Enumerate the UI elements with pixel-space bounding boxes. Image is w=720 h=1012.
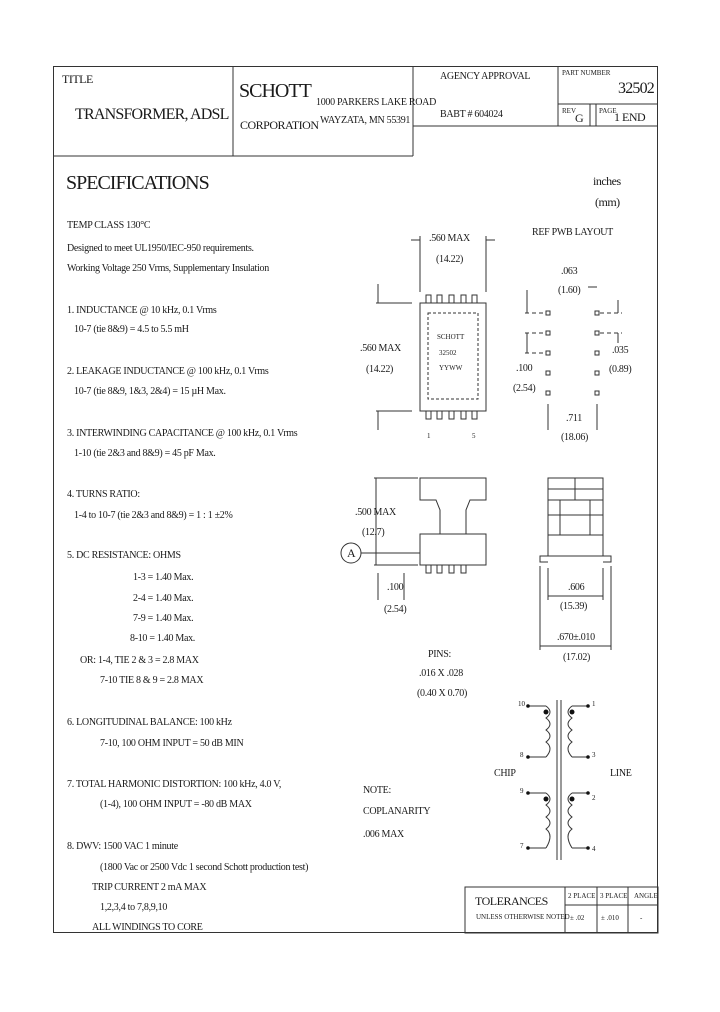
schematic-pin: 10 [518,700,525,708]
spec-item-line: 1-4 to 10-7 (tie 2&3 and 8&9) = 1 : 1 ±2… [74,510,233,521]
spec-item-line: (1800 Vac or 2500 Vdc 1 second Schott pr… [100,862,309,873]
pad-width-dimension: .035 [612,345,629,356]
spec-heading: SPECIFICATIONS [66,172,210,194]
pad-span-mm: (18.06) [561,432,589,443]
pad-width-mm: (0.89) [609,364,632,375]
overall-dimension: .670±.010 [557,632,595,643]
spec-item-line: 7-9 = 1.40 Max. [133,613,194,624]
schematic-pin: 8 [520,751,524,759]
spec-item-line: TRIP CURRENT 2 mA MAX [92,882,207,893]
units-inches: inches [593,174,621,188]
design-line2: Working Voltage 250 Vrms, Supplementary … [67,263,269,274]
schematic-pin: 3 [592,751,596,759]
design-line1: Designed to meet UL1950/IEC-950 requirem… [67,243,254,254]
spec-item-line: 7-10 TIE 8 & 9 = 2.8 MAX [100,675,204,686]
side-pitch-dimension: .100 [387,582,404,593]
schematic-pin: 2 [592,794,596,802]
schematic-pin: 9 [520,787,524,795]
spec-item-line: 1-3 = 1.40 Max. [133,572,194,583]
pad-row-pitch: .100 [516,363,533,374]
pad-row-pitch-mm: (2.54) [513,383,536,394]
spec-item-line: 1,2,3,4 to 7,8,9,10 [100,902,168,913]
spec-item-line: 10-7 (tie 8&9) = 4.5 to 5.5 mH [74,324,189,335]
drawing-frame [53,66,658,933]
pins-dimension: .016 X .028 [419,668,463,679]
spec-item-line: 1-10 (tie 2&3 and 8&9) = 45 pF Max. [74,448,216,459]
pad-pitch-dimension: .063 [561,266,578,277]
spec-item-head: 3. INTERWINDING CAPACITANCE @ 100 kHz, 0… [67,428,298,439]
pin-label-5: 5 [472,432,476,440]
line-side-label: LINE [610,768,632,779]
spec-item-line: 10-7 (tie 8&9, 1&3, 2&4) = 15 µH Max. [74,386,226,397]
rev-label: REV [562,107,576,115]
tolerances-subtitle: UNLESS OTHERWISE NOTED [476,913,570,921]
height-dimension-mm: (14.22) [366,364,394,375]
tolerance-2place-value: ± .02 [570,914,585,922]
spec-item-head: 5. DC RESISTANCE: OHMS [67,550,181,561]
schematic-pin: 1 [592,700,596,708]
pins-dimension-mm: (0.40 X 0.70) [417,688,467,699]
part-number-label: PART NUMBER [562,69,611,77]
pins-label: PINS: [428,649,451,660]
row-spacing-mm: (15.39) [560,601,588,612]
note-label: NOTE: [363,785,391,796]
spec-item-head: 2. LEAKAGE INDUCTANCE @ 100 kHz, 0.1 Vrm… [67,366,269,377]
page-value: 1 END [614,110,646,124]
tolerance-angle-value: - [640,914,643,922]
spec-item-line: OR: 1-4, TIE 2 & 3 = 2.8 MAX [80,655,199,666]
address-line2: WAYZATA, MN 55391 [320,115,411,126]
height-dimension: .560 MAX [360,343,401,354]
company-corporation: CORPORATION [240,118,319,132]
width-dimension-mm: (14.22) [436,254,464,265]
page-label: PAGE [599,107,617,115]
title-label: TITLE [62,72,93,86]
spec-item-head: 7. TOTAL HARMONIC DISTORTION: 100 kHz, 4… [67,779,282,790]
spec-item-head: 6. LONGITUDINAL BALANCE: 100 kHz [67,717,232,728]
chip-side-label: CHIP [494,768,516,779]
pad-pitch-mm: (1.60) [558,285,581,296]
pad-span-dimension: .711 [566,413,582,424]
document-title: TRANSFORMER, ADSL [75,106,229,123]
temp-class: TEMP CLASS 130°C [67,220,151,231]
tolerance-3place-value: ± .010 [601,914,619,922]
spec-item-line: 2-4 = 1.40 Max. [133,593,194,604]
side-height-mm: (12.7) [362,527,385,538]
units-mm: (mm) [595,195,620,209]
pin-label-1: 1 [427,432,431,440]
overall-mm: (17.02) [563,652,591,663]
schematic-pin: 4 [592,845,596,853]
tolerance-angle-label: ANGLE [634,892,658,900]
marking-line2: 32502 [439,349,457,357]
babt-number: BABT # 604024 [440,109,503,120]
ref-pwb-layout: REF PWB LAYOUT [532,227,613,238]
width-dimension: .560 MAX [429,233,470,244]
side-pitch-mm: (2.54) [384,604,407,615]
spec-item-head: 1. INDUCTANCE @ 10 kHz, 0.1 Vrms [67,305,217,316]
tolerance-3place-label: 3 PLACE [600,892,628,900]
agency-approval: AGENCY APPROVAL [440,71,531,82]
note-coplanarity: COPLANARITY [363,806,431,817]
spec-item-line: ALL WINDINGS TO CORE [92,922,203,933]
note-coplanarity-value: .006 MAX [363,829,404,840]
spec-item-line: 7-10, 100 OHM INPUT = 50 dB MIN [100,738,244,749]
spec-item-line: (1-4), 100 OHM INPUT = -80 dB MAX [100,799,252,810]
part-number: 32502 [618,80,655,97]
side-height-dimension: .500 MAX [355,507,396,518]
schematic-pin: 7 [520,842,524,850]
address-line1: 1000 PARKERS LAKE ROAD [316,97,436,108]
spec-item-line: 8-10 = 1.40 Max. [130,633,195,644]
tolerance-2place-label: 2 PLACE [568,892,596,900]
row-spacing-dimension: .606 [568,582,585,593]
rev-value: G [575,111,584,125]
callout-a: A [347,546,356,560]
company-name: SCHOTT [239,80,312,102]
marking-line1: SCHOTT [437,333,465,341]
spec-item-head: 8. DWV: 1500 VAC 1 minute [67,841,178,852]
tolerances-label: TOLERANCES [475,894,548,908]
marking-line3: YYWW [439,364,463,372]
spec-item-head: 4. TURNS RATIO: [67,489,140,500]
